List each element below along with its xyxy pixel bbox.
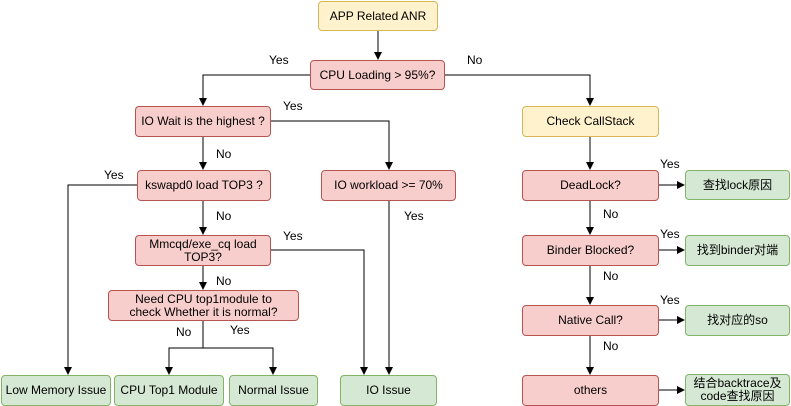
label-native-yes: Yes [660, 293, 680, 307]
label-mmcqd-yes: Yes [283, 229, 303, 243]
node-check-callstack: Check CallStack [522, 106, 659, 137]
label-deadlock-yes: Yes [660, 157, 680, 171]
node-cpu-loading: CPU Loading > 95%? [310, 60, 445, 90]
label-iowait-yes: Yes [283, 99, 303, 113]
node-native-call: Native Call? [522, 305, 659, 336]
edge-kswapd-yes [64, 184, 137, 375]
label-kswapd-no: No [216, 209, 232, 223]
label-native-no: No [603, 339, 619, 353]
edge-need-no [165, 321, 204, 375]
label-cpu-yes: Yes [269, 53, 289, 67]
edge-need-yes [203, 347, 277, 375]
node-mmcqd: Mmcqd/exe_cq load TOP3? [135, 235, 271, 266]
node-find-lock: 查找lock原因 [685, 170, 790, 200]
edge-cpu-yes [199, 74, 310, 106]
edge-cpu-no [445, 74, 594, 106]
label-ioworkload-yes: Yes [404, 209, 424, 223]
node-kswapd0: kswapd0 load TOP3 ? [137, 170, 271, 201]
label-binder-yes: Yes [660, 227, 680, 241]
node-normal-issue: Normal Issue [229, 375, 318, 406]
edge-iowait-yes [271, 120, 393, 170]
label-need-no: No [176, 325, 192, 339]
node-app-anr: APP Related ANR [318, 1, 438, 31]
node-binder-blocked: Binder Blocked? [522, 235, 659, 266]
node-find-so: 找对应的so [685, 305, 790, 336]
label-deadlock-no: No [603, 207, 619, 221]
label-mmcqd-no: No [216, 274, 232, 288]
label-need-yes: Yes [230, 323, 250, 337]
node-low-memory: Low Memory Issue [1, 375, 111, 406]
label-iowait-no: No [216, 147, 232, 161]
label-kswapd-yes: Yes [104, 168, 124, 182]
node-others: others [522, 375, 659, 406]
node-io-wait: IO Wait is the highest ? [135, 106, 271, 137]
node-deadlock: DeadLock? [522, 170, 659, 201]
node-find-binder: 找到binder对端 [685, 235, 790, 266]
label-cpu-no: No [467, 53, 483, 67]
node-combine-backtrace: 结合backtrace及 code查找原因 [685, 374, 790, 406]
label-binder-no: No [603, 269, 619, 283]
edge-mmcqd-yes [271, 249, 368, 375]
node-io-issue: IO Issue [340, 375, 437, 406]
node-cpu-top1: CPU Top1 Module [114, 375, 224, 406]
node-need-cpu: Need CPU top1module to check Whether it … [108, 290, 299, 321]
node-io-workload: IO workload >= 70% [321, 170, 456, 201]
